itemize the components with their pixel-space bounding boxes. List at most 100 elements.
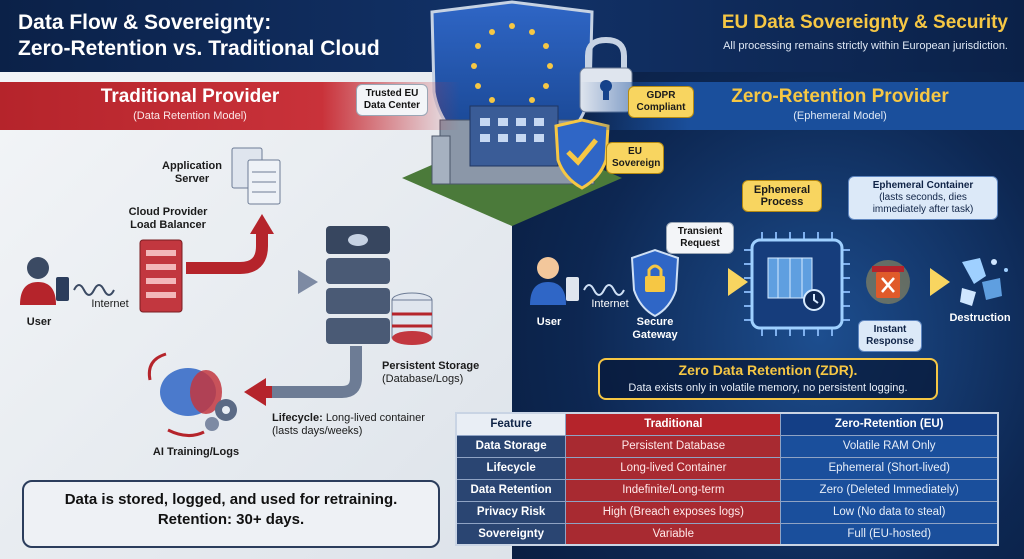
row-zero: Full (EU-hosted) (780, 522, 999, 546)
security-subtitle: All processing remains strictly within E… (723, 40, 1008, 52)
chip-container-icon (744, 232, 850, 336)
process-line2: Process (760, 196, 804, 208)
eu-sovereign-callout: EU Sovereign (606, 142, 664, 174)
header-traditional: Traditional (565, 412, 782, 436)
row-traditional: Indefinite/Long-term (565, 478, 782, 502)
instant-line2: Response (866, 336, 914, 347)
row-traditional: Persistent Database (565, 434, 782, 458)
table-row: Data Storage Persistent Database Volatil… (455, 434, 999, 458)
retention-summary: Data is stored, logged, and used for ret… (22, 490, 440, 530)
lifecycle-key: Lifecycle: (272, 412, 323, 424)
load-balancer-label-line1: Cloud Provider (128, 206, 208, 218)
row-zero: Ephemeral (Short-lived) (780, 456, 999, 480)
destruction-label: Destruction (949, 312, 1011, 324)
user-label-right: User (536, 316, 562, 328)
eu-sovereign-line2: Sovereign (612, 158, 661, 169)
transient-line1: Transient (677, 226, 723, 237)
zdr-title: Zero Data Retention (ZDR). (678, 362, 858, 378)
persistent-storage-icon (326, 226, 390, 344)
row-feature: Sovereignty (455, 522, 567, 546)
trusted-dc-callout: Trusted EU Data Center (356, 84, 428, 116)
phone-icon-right (566, 277, 579, 301)
page-title-line2: Zero-Retention vs. Traditional Cloud (18, 37, 380, 60)
traditional-subtitle: (Data Retention Model) (133, 110, 247, 122)
page-title: Data Flow & Sovereignty: Zero-Retention … (18, 10, 380, 62)
row-traditional: Variable (565, 522, 782, 546)
lifecycle-sub: (lasts days/weeks) (272, 425, 363, 437)
comparison-table: Feature Traditional Zero-Retention (EU) … (455, 412, 999, 546)
instant-line1: Instant (873, 324, 907, 335)
eu-sovereign-line1: EU (628, 146, 642, 157)
load-balancer-icon (139, 239, 183, 313)
table-row: Lifecycle Long-lived Container Ephemeral… (455, 456, 999, 480)
internet-wave-right (583, 284, 625, 296)
traditional-title: Traditional Provider (100, 86, 280, 107)
ephemeral-process-callout: Ephemeral Process (742, 180, 822, 212)
trusted-dc-line1: Trusted EU (365, 88, 419, 99)
gdpr-callout: GDPR Compliant (628, 86, 694, 118)
row-zero: Volatile RAM Only (780, 434, 999, 458)
row-feature: Privacy Risk (455, 500, 567, 524)
row-traditional: High (Breach exposes logs) (565, 500, 782, 524)
storage-label: Persistent Storage (Database/Logs) (382, 360, 502, 386)
transient-line2: Request (680, 238, 720, 249)
gdpr-line2: Compliant (636, 102, 686, 113)
zdr-description: Data exists only in volatile memory, no … (628, 382, 908, 394)
ai-training-label: AI Training/Logs (152, 446, 240, 458)
storage-label-sub: (Database/Logs) (382, 373, 464, 385)
table-row: Data Retention Indefinite/Long-term Zero… (455, 478, 999, 502)
retention-summary-line1: Data is stored, logged, and used for ret… (64, 491, 398, 508)
row-feature: Data Storage (455, 434, 567, 458)
process-line1: Ephemeral (753, 184, 811, 196)
app-server-label-line1: Application (162, 160, 222, 172)
trusted-dc-line2: Data Center (363, 100, 421, 111)
gdpr-line1: GDPR (646, 90, 676, 101)
table-row: Sovereignty Variable Full (EU-hosted) (455, 522, 999, 546)
row-traditional: Long-lived Container (565, 456, 782, 480)
row-feature: Lifecycle (455, 456, 567, 480)
instant-response-callout: Instant Response (858, 320, 922, 352)
row-zero: Low (No data to steal) (780, 500, 999, 524)
gateway-line1: Secure (636, 316, 674, 328)
user-icon-right (530, 257, 566, 305)
retention-summary-line2: Retention: 30+ days. (157, 511, 305, 528)
load-balancer-label: Cloud Provider Load Balancer (108, 206, 228, 232)
container-line1: (lasts seconds, dies (879, 192, 967, 203)
retention-summary-box (22, 480, 440, 548)
security-title: EU Data Sovereignty & Security (721, 12, 1008, 33)
lifecycle-label: Lifecycle: Long-lived container (lasts d… (272, 412, 472, 438)
header-zero-retention: Zero-Retention (EU) (780, 412, 999, 436)
container-line2: immediately after task) (872, 204, 974, 215)
app-server-icon (231, 147, 281, 205)
gateway-lock-icon (630, 248, 680, 318)
zero-retention-subtitle: (Ephemeral Model) (793, 110, 887, 122)
container-title: Ephemeral Container (872, 180, 974, 191)
shatter-icon (960, 258, 1008, 306)
row-zero: Zero (Deleted Immediately) (780, 478, 999, 502)
internet-wave-left (73, 284, 115, 296)
database-icon (391, 292, 433, 345)
gateway-label: Secure Gateway (620, 316, 690, 342)
internet-label-right: Internet (591, 298, 629, 310)
zero-retention-title: Zero-Retention Provider (731, 86, 949, 107)
gateway-line2: Gateway (632, 329, 678, 341)
header-feature: Feature (455, 412, 567, 436)
ephemeral-container-callout: Ephemeral Container (lasts seconds, dies… (848, 176, 998, 220)
lifecycle-value: Long-lived container (325, 412, 425, 424)
trash-bin-icon (866, 260, 910, 304)
app-server-label-line2: Server (174, 173, 210, 185)
storage-label-title: Persistent Storage (382, 360, 480, 372)
zdr-box (598, 358, 938, 400)
user-icon-left (20, 257, 56, 305)
app-server-label: Application Server (150, 160, 234, 186)
phone-icon-left (56, 277, 69, 301)
load-balancer-label-line2: Load Balancer (130, 219, 206, 231)
row-feature: Data Retention (455, 478, 567, 502)
checkmark-shield-icon (554, 118, 610, 190)
table-header-row: Feature Traditional Zero-Retention (EU) (455, 412, 999, 436)
internet-label-left: Internet (91, 298, 129, 310)
transient-request-callout: Transient Request (666, 222, 734, 254)
page-title-line1: Data Flow & Sovereignty: (18, 11, 272, 34)
user-label-left: User (26, 316, 52, 328)
